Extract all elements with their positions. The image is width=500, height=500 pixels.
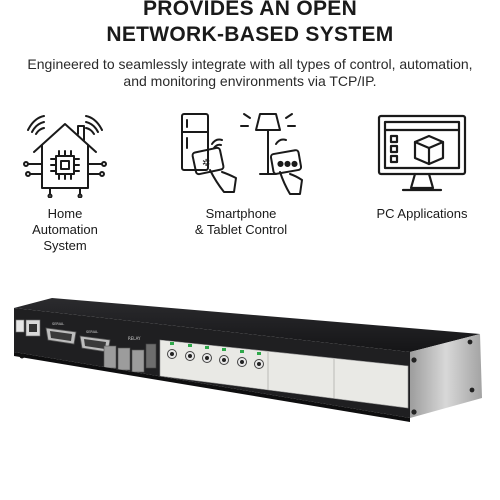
feature-label-home-automation: Home Automation System <box>15 206 115 254</box>
jack-row <box>167 342 264 369</box>
label-line: PC Applications <box>376 206 468 221</box>
port-label: SERIAL <box>86 330 98 334</box>
subtitle: Engineered to seamlessly integrate with … <box>27 56 473 89</box>
port-label: SERIAL <box>52 322 64 326</box>
title-line-2: NETWORK-BASED SYSTEM <box>106 23 394 46</box>
smartphone-tablet-control-icon: ✲ ●●● <box>176 108 306 200</box>
port-label: RELAY <box>128 336 141 341</box>
device-top <box>14 298 480 352</box>
label-line: Smartphone <box>205 206 277 221</box>
controller-device-image: RELAY SERIAL SERIAL <box>0 290 500 440</box>
label-line: System <box>43 238 87 253</box>
feature-label-smartphone-tablet: Smartphone & Tablet Control <box>186 206 296 238</box>
label-line: Home <box>47 206 83 221</box>
device-endcap <box>410 334 482 418</box>
svg-text:✲: ✲ <box>202 158 210 169</box>
feature-label-pc-applications: PC Applications <box>360 206 484 222</box>
pc-monitor-icon <box>375 112 469 198</box>
label-line: & Tablet Control <box>194 222 288 237</box>
title-line-1: PROVIDES AN OPEN <box>142 0 358 20</box>
label-line: Automation <box>32 222 98 237</box>
svg-text:●●●: ●●● <box>277 159 298 168</box>
smart-home-icon <box>20 108 110 199</box>
